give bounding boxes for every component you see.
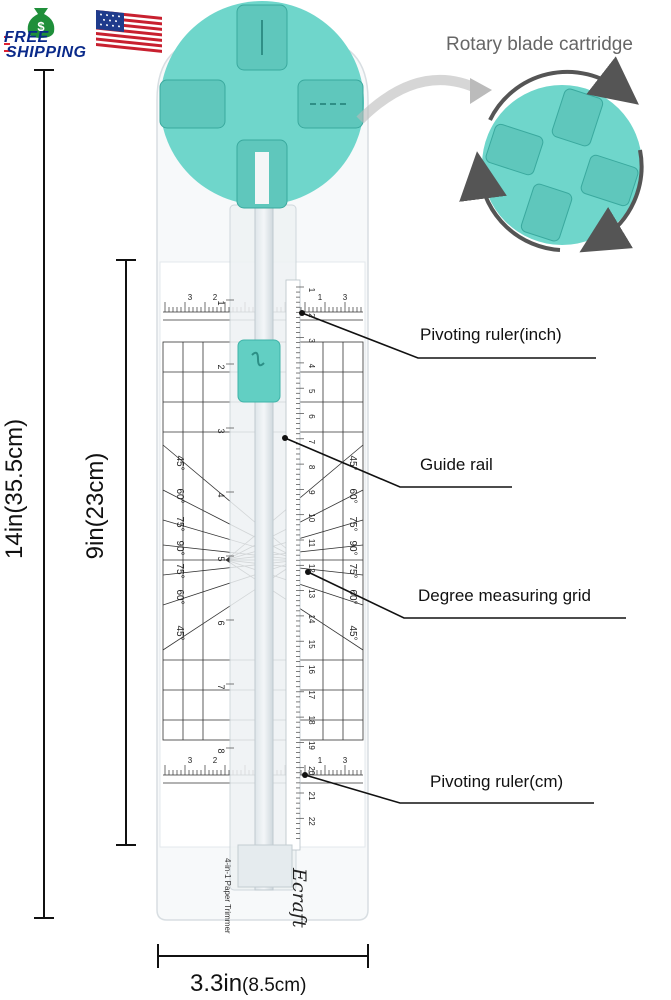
cm-tick-label: 1 (307, 288, 316, 293)
angle-label-left: 45° (174, 455, 185, 470)
guide-rail-label: Guide rail (420, 455, 493, 474)
cm-tick-label: 9 (307, 490, 316, 495)
width-cm: (8.5cm) (242, 975, 307, 996)
angle-label-right: 45° (347, 625, 358, 640)
width-label: 3.3in(8.5cm) (190, 970, 306, 998)
angle-label-left: 90° (174, 540, 185, 555)
cm-tick-label: 17 (307, 690, 316, 699)
inch-tick-label: 6 (216, 620, 226, 625)
svg-text:$: $ (37, 19, 45, 34)
cm-tick-label: 16 (307, 665, 316, 674)
cm-tick-label: 6 (307, 414, 316, 419)
cm-tick-label: 3 (307, 338, 316, 343)
rotary-blade-cartridge (356, 56, 644, 253)
cm-tick-label: 21 (307, 792, 316, 801)
free-shipping-badge: $ FREE SHIPPING (4, 4, 174, 74)
free-shipping-text: FREE SHIPPING (4, 29, 87, 61)
dollar-bag-icon: $ (27, 8, 55, 38)
cm-tick-label: 8 (307, 465, 316, 470)
cm-tick-label: 4 (307, 364, 316, 369)
ruler-tick-label: 2 (213, 293, 218, 302)
cm-tick-label: 20 (307, 766, 316, 775)
brand-logo: Ecraft (288, 868, 310, 928)
board-height-dimension-line (116, 259, 136, 846)
ruler-tick-label: 1 (318, 756, 323, 765)
cm-tick-label: 18 (307, 716, 316, 725)
width-dimension-line (157, 944, 369, 968)
cm-tick-label: 5 (307, 389, 316, 394)
cm-tick-label: 10 (307, 513, 316, 522)
callout-leaders (284, 312, 626, 804)
shipping-text: SHIPPING (6, 44, 87, 61)
angle-label-right: 45° (347, 455, 358, 470)
angle-label-right: 75° (347, 516, 358, 531)
angle-label-right: 75° (347, 563, 358, 578)
ruler-tick-label: 3 (343, 756, 348, 765)
cm-tick-label: 13 (307, 589, 316, 598)
ruler-tick-label: 3 (188, 293, 193, 302)
product-caption: 4-in-1 Paper Trimmer (223, 858, 232, 934)
ruler-tick-label: 3 (188, 756, 193, 765)
total-height-label: 14in(35.5cm) (1, 418, 28, 559)
ruler-tick-label: 1 (318, 293, 323, 302)
inch-tick-label: 1 (216, 300, 226, 305)
degree-grid-label: Degree measuring grid (418, 586, 591, 605)
cm-tick-label: 19 (307, 741, 316, 750)
cm-tick-label: 11 (307, 539, 316, 548)
pivot-inch-label: Pivoting ruler(inch) (420, 325, 562, 344)
cm-tick-label: 12 (307, 564, 316, 573)
inch-tick-label: 2 (216, 364, 226, 369)
inch-tick-label: 5 (216, 556, 226, 561)
cm-tick-label: 22 (307, 817, 316, 826)
ruler-tick-label: 2 (213, 756, 218, 765)
cm-tick-label: 14 (307, 614, 316, 623)
inch-tick-label: 4 (216, 492, 226, 497)
rotary-head (159, 1, 364, 209)
angle-label-left: 75° (174, 563, 185, 578)
inch-tick-label: 7 (216, 684, 226, 689)
width-inch: 3.3in (190, 970, 243, 997)
cm-tick-label: 2 (307, 313, 316, 318)
height-dimension-line (34, 69, 54, 919)
us-flag-icon (96, 10, 162, 53)
pivot-cm-label: Pivoting ruler(cm) (430, 772, 564, 791)
badge-graphics: $ (4, 8, 162, 53)
angle-label-left: 75° (174, 516, 185, 531)
angle-label-left: 60° (174, 488, 185, 503)
cartridge-label: Rotary blade cartridge (446, 34, 633, 55)
inch-tick-label: 8 (216, 748, 226, 753)
guide-rail (229, 204, 301, 891)
cm-tick-label: 15 (307, 640, 316, 649)
angle-label-left: 45° (174, 625, 185, 640)
angle-label-right: 60° (347, 589, 358, 604)
inch-tick-label: 3 (216, 428, 226, 433)
angle-label-right: 90° (347, 540, 358, 555)
cm-tick-label: 7 (307, 440, 316, 445)
angle-label-left: 60° (174, 589, 185, 604)
ruler-tick-label: 3 (343, 293, 348, 302)
blade-slider (237, 339, 281, 403)
free-text: FREE (4, 29, 49, 46)
angle-label-right: 60° (347, 488, 358, 503)
board-height-label: 9in(23cm) (82, 452, 109, 560)
